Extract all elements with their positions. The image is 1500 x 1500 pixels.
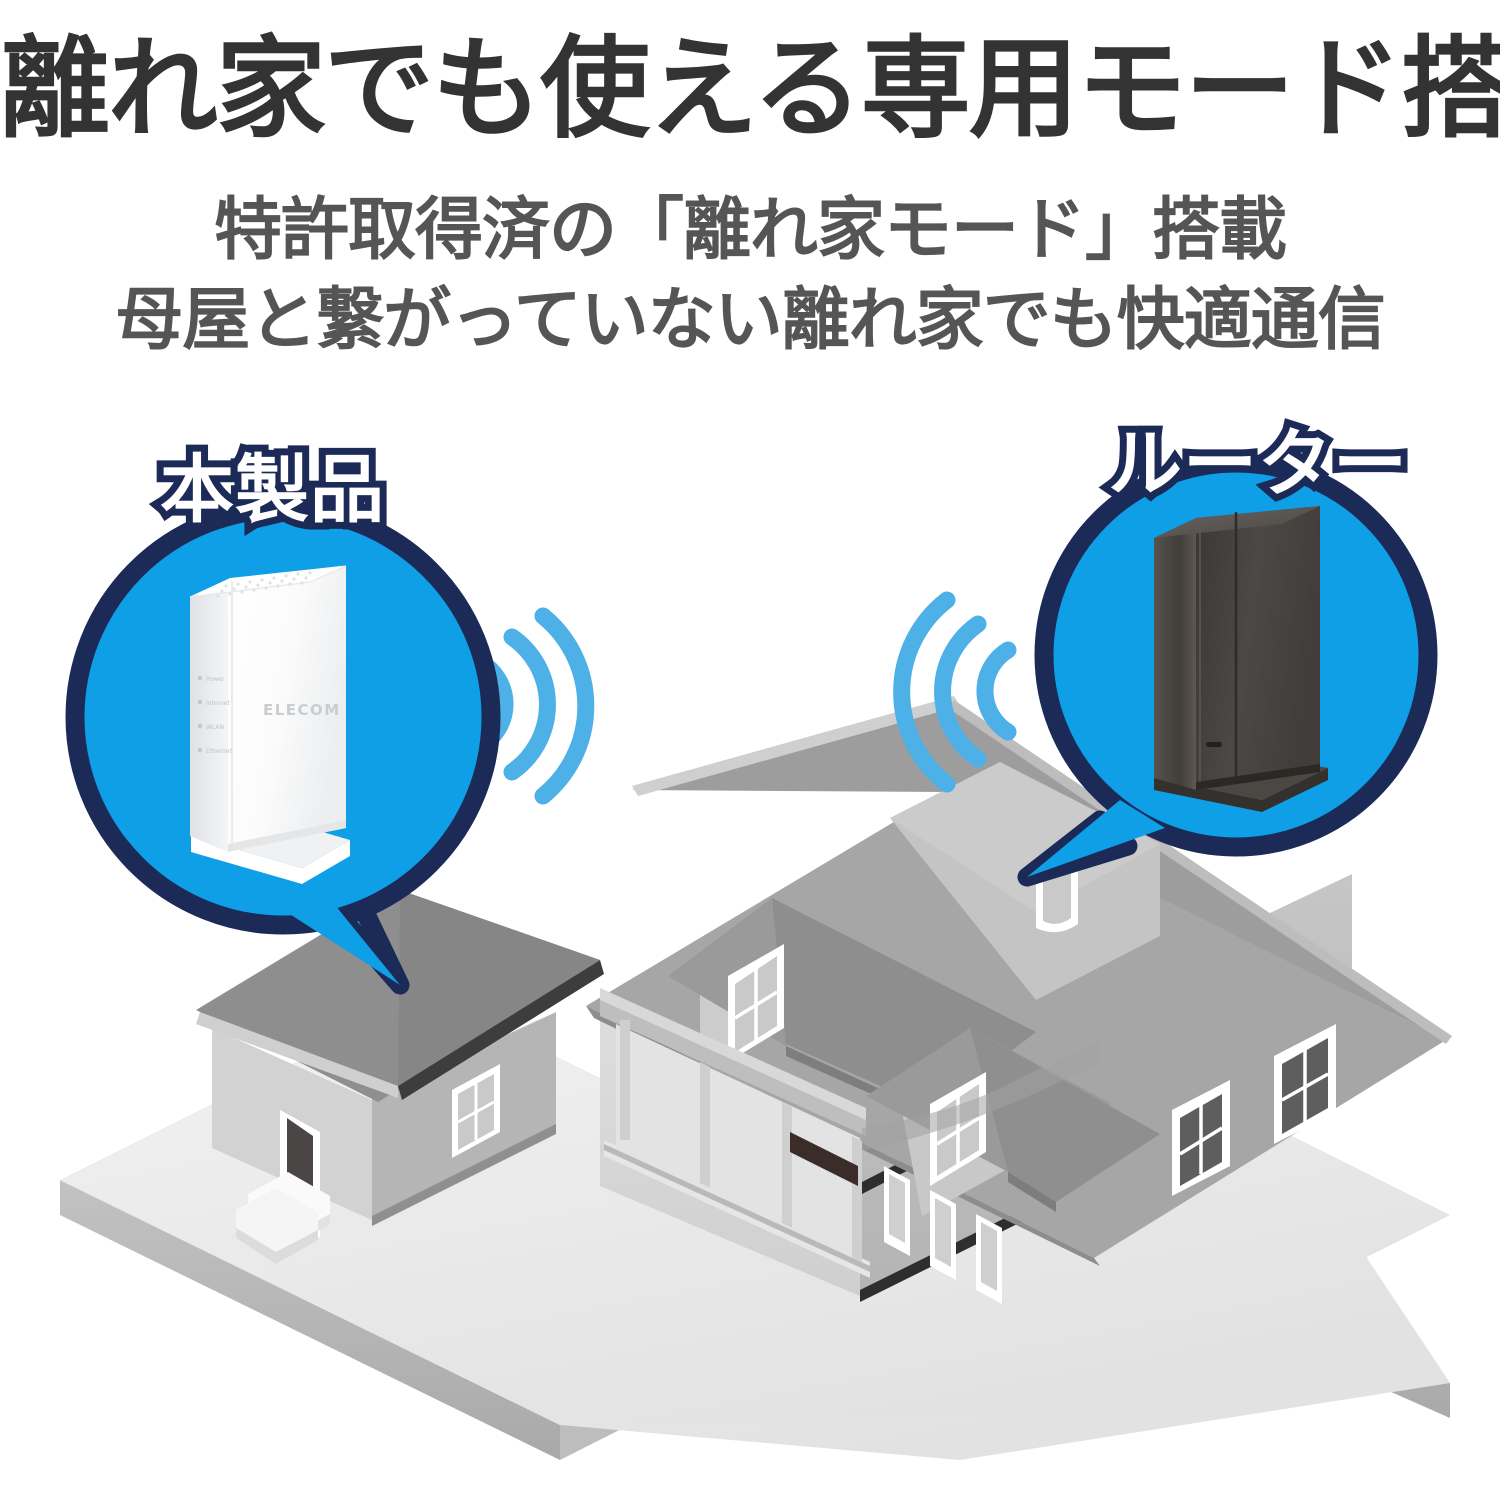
svg-text:WLAN: WLAN <box>206 724 224 731</box>
svg-text:Internet: Internet <box>206 700 230 707</box>
subtitle-line-1: 特許取得済の「離れ家モード」搭載 <box>213 191 1287 270</box>
subtitle-line-2: 母屋と繋がっていない離れ家でも快適通信 <box>115 280 1386 360</box>
main-house-right-dormer <box>866 1028 1160 1216</box>
router-brand-label: ELECOM <box>263 701 341 719</box>
detached-house-steps <box>236 1172 330 1264</box>
callout-label-product: 本製品 <box>153 440 391 540</box>
dormer-window <box>728 944 784 1062</box>
router-led-indicators: Power Internet WLAN Ethernet <box>197 675 232 755</box>
main-house-right-window-2 <box>1274 1024 1336 1144</box>
detached-house-window <box>452 1064 500 1158</box>
main-house-right-window-1 <box>1172 1080 1230 1196</box>
main-house-front-windows <box>884 1166 1002 1304</box>
main-house-porch <box>600 988 870 1278</box>
wifi-arcs-right <box>893 591 1017 793</box>
svg-text:Ethernet: Ethernet <box>206 748 232 755</box>
device-black-router <box>1154 506 1328 812</box>
callout-label-router: ルーター <box>1101 414 1414 514</box>
page-title: 離れ家でも使える専用モード搭載 <box>0 25 1500 153</box>
callout-bubble-right[interactable] <box>1017 453 1438 887</box>
device-white-router: Power Internet WLAN Ethernet ELECOM <box>189 565 350 884</box>
callout-bubble-left[interactable]: Power Internet WLAN Ethernet ELECOM <box>65 499 501 995</box>
svg-text:Power: Power <box>206 676 225 683</box>
detached-house <box>196 888 604 1264</box>
page-subtitle: 特許取得済の「離れ家モード」搭載 母屋と繋がっていない離れ家でも快適通信 <box>0 186 1500 366</box>
